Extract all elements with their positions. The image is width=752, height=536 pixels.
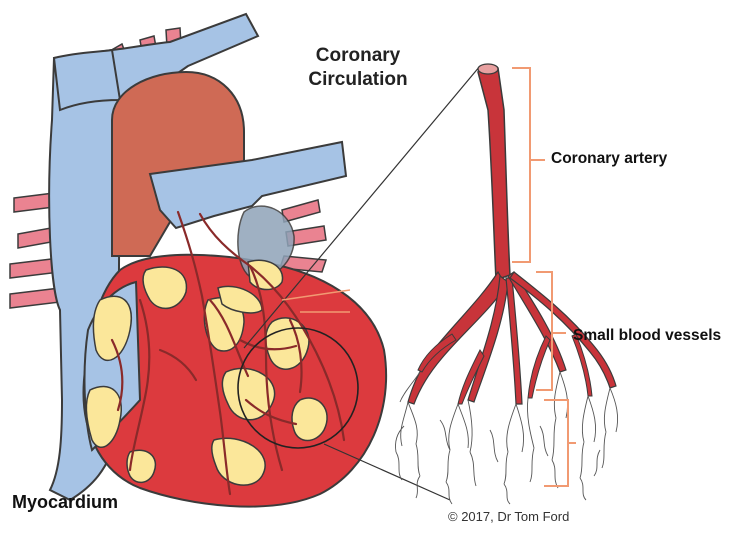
coronary-artery-label: Coronary artery — [551, 150, 667, 168]
capillary-bracket — [544, 400, 576, 486]
coronary-artery-bracket — [512, 68, 545, 262]
title-line-1: Coronary — [288, 44, 428, 68]
copyright-notice: © 2017, Dr Tom Ford — [448, 509, 569, 524]
title-line-2: Circulation — [288, 68, 428, 92]
small-blood-vessels-label: Small blood vessels — [573, 327, 721, 345]
page-title: Coronary Circulation — [288, 44, 428, 92]
myocardium-label: Myocardium — [12, 492, 118, 513]
brachiocephalic-vein — [54, 50, 120, 110]
capillary-network — [395, 372, 617, 504]
